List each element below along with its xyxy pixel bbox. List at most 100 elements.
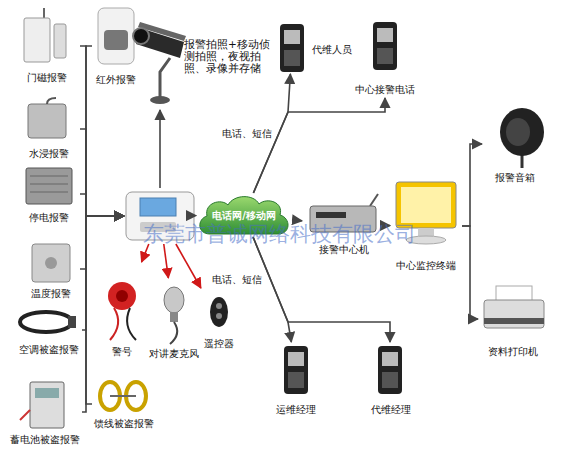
microphone-icon — [164, 287, 184, 344]
connector-arrow — [86, 216, 124, 404]
connector-arrow — [292, 220, 302, 221]
connector-arrow — [80, 46, 124, 216]
magnet-body — [54, 24, 66, 58]
phone-keypad — [284, 50, 300, 66]
connector-arrow — [164, 244, 169, 278]
node-label: 停电报警 — [18, 212, 80, 224]
unit-panel — [316, 212, 346, 218]
phone-screen — [377, 28, 393, 42]
feeder-cable-icon — [100, 382, 146, 410]
node-label: 空调被盗报警 — [16, 344, 82, 356]
sensor-body — [28, 104, 66, 138]
device-node: 代维人员 — [278, 22, 374, 74]
phone-body — [378, 346, 402, 394]
device-node: 报警音箱 — [482, 102, 548, 186]
monitor-neck — [418, 228, 434, 236]
camera-icon — [133, 22, 186, 104]
remote-icon — [210, 297, 228, 327]
device-node: 警号 — [100, 262, 144, 360]
node-label: 代维人员 — [312, 44, 372, 56]
edge-label: 电话、短信 — [212, 274, 262, 286]
mic-head — [164, 287, 184, 313]
device-node: 红外报警 — [92, 4, 140, 88]
sensor-body — [24, 18, 50, 62]
device-node: 中心接警电话 — [350, 20, 420, 98]
node-label: 中心接警电话 — [350, 84, 420, 96]
connector-arrow — [86, 46, 124, 216]
node-label: 水浸报警 — [18, 148, 80, 160]
device-node: 水浸报警 — [18, 96, 80, 162]
phone-keypad — [288, 372, 304, 388]
host-screen — [140, 198, 176, 216]
device-node: 报警拍照+移动侦测拍照，夜视拍照、录像并存储 — [136, 14, 278, 110]
connector-arrow — [462, 226, 478, 319]
device-node: 停电报警 — [18, 162, 80, 226]
node-label: 温度报警 — [22, 288, 80, 300]
printer-body — [484, 300, 544, 328]
phone-icon — [284, 346, 308, 394]
monitor-frame — [396, 182, 456, 228]
printer-band — [484, 318, 544, 324]
edge-label: 电话、短信 — [222, 128, 272, 140]
node-label: 报警音箱 — [482, 172, 548, 184]
node-label: 代维经理 — [366, 404, 416, 416]
device-node: 资料打印机 — [478, 278, 548, 360]
connector-arrow — [82, 216, 124, 330]
speaker-cone — [506, 118, 530, 146]
phone-screen — [288, 352, 304, 366]
phone-keypad — [382, 372, 398, 388]
node-label: 中心监控终端 — [390, 260, 462, 272]
connector-arrow — [82, 216, 124, 412]
cable-loop — [20, 312, 72, 332]
node-label: 报警拍照+移动侦测拍照，夜视拍照、录像并存储 — [184, 38, 278, 74]
temperature-sensor-icon — [32, 244, 70, 282]
node-label: 蓄电池被盗报警 — [8, 434, 82, 446]
device-node: 馈线被盗报警 — [92, 376, 156, 432]
sensor-stripe — [30, 192, 68, 193]
remote-button — [216, 313, 222, 319]
sensor-lens — [104, 30, 128, 50]
watermark: 东莞市普诚网络科技有限公司 — [143, 220, 416, 248]
siren-icon — [108, 282, 136, 340]
node-label: 资料打印机 — [478, 346, 548, 358]
siren-body — [108, 282, 136, 310]
node-label: 馈线被盗报警 — [92, 418, 156, 430]
door-sensor-icon — [24, 8, 66, 62]
device-node: 运维经理 — [272, 342, 320, 418]
connector-arrow — [159, 110, 161, 188]
water-sensor-icon — [28, 98, 66, 138]
device-node: 温度报警 — [22, 236, 80, 302]
mic-handle — [170, 312, 178, 322]
speaker-icon — [500, 108, 544, 168]
node-label: 警号 — [100, 346, 144, 358]
sensor-body — [26, 168, 72, 204]
cable-link — [110, 395, 136, 397]
sensor-stripe — [30, 176, 68, 177]
node-label: 红外报警 — [92, 74, 140, 86]
battery-sensor-icon — [20, 382, 64, 428]
phone-icon — [378, 346, 402, 394]
antenna — [370, 194, 378, 206]
device-node: 遥控器 — [200, 288, 238, 352]
node-label: 电话网/移动网 — [196, 210, 292, 222]
phone-body — [284, 346, 308, 394]
infrared-sensor-icon — [98, 8, 134, 64]
sensor-cable — [47, 98, 56, 104]
device-node: 蓄电池被盗报警 — [8, 376, 82, 448]
connector-arrow — [253, 237, 390, 342]
monitor-screen — [401, 187, 451, 223]
device-node: 门磁报警 — [14, 6, 80, 86]
siren-wire — [110, 308, 118, 340]
phone-icon — [373, 22, 397, 70]
node-label: 运维经理 — [272, 404, 320, 416]
camera-bracket — [160, 58, 170, 98]
camera-base — [150, 96, 170, 104]
connector-arrow — [80, 129, 124, 216]
phone-screen — [284, 30, 300, 44]
sensor-body — [30, 382, 64, 428]
node-label: 门磁报警 — [14, 72, 80, 84]
connector-arrow — [253, 237, 291, 342]
phone-icon — [280, 24, 304, 72]
device-node: 代维经理 — [366, 342, 416, 418]
